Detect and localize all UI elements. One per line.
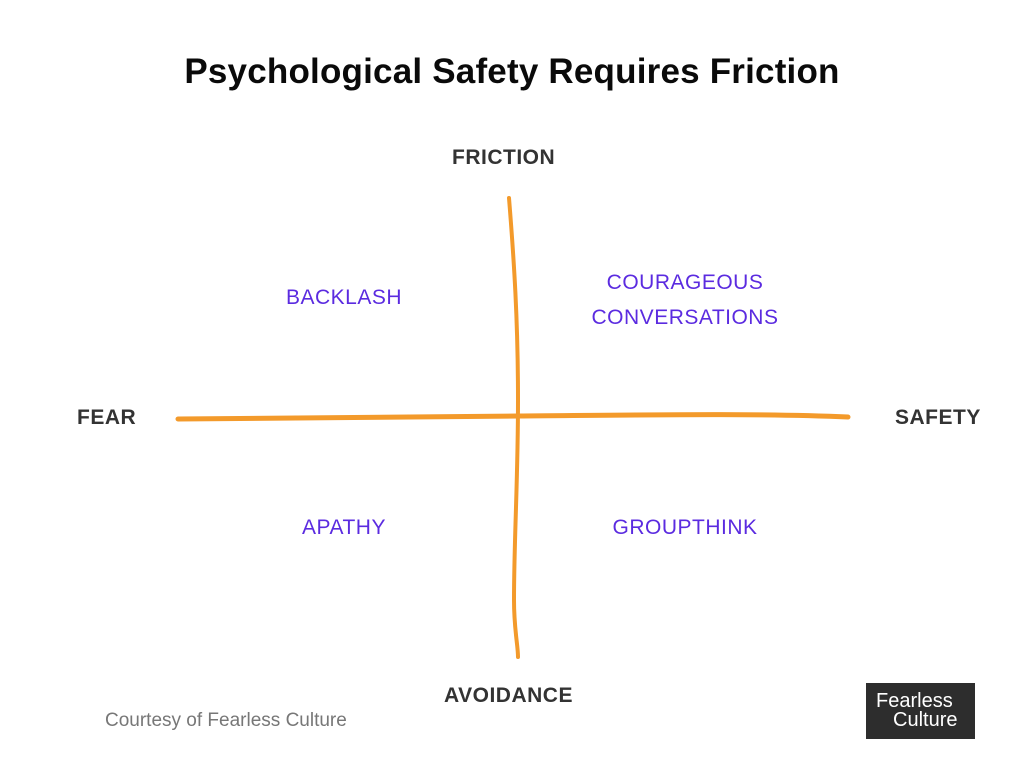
axis-label-friction: FRICTION: [452, 146, 556, 169]
diagram-title: Psychological Safety Requires Friction: [184, 52, 840, 91]
quadrant-groupthink: GROUPTHINK: [612, 516, 758, 539]
logo-line1: Fearless: [876, 690, 953, 712]
axis-label-safety: SAFETY: [895, 406, 981, 429]
courtesy-credit: Courtesy of Fearless Culture: [105, 710, 347, 731]
quadrant-label-line2: CONVERSATIONS: [591, 306, 779, 329]
axis-label-fear: FEAR: [77, 406, 137, 429]
horizontal-axis-line: [175, 412, 851, 422]
vertical-axis-line: [507, 196, 521, 659]
logo-line2: Culture: [893, 709, 958, 731]
quadrant-label-line1: COURAGEOUS: [606, 271, 764, 294]
quadrant-backlash: BACKLASH: [285, 286, 403, 309]
quadrant-courageous-conversations: COURAGEOUS CONVERSATIONS: [560, 265, 810, 335]
fearless-culture-logo: Fearless Culture: [866, 683, 975, 739]
axis-label-avoidance: AVOIDANCE: [444, 684, 573, 707]
quadrant-apathy: APATHY: [302, 516, 386, 539]
